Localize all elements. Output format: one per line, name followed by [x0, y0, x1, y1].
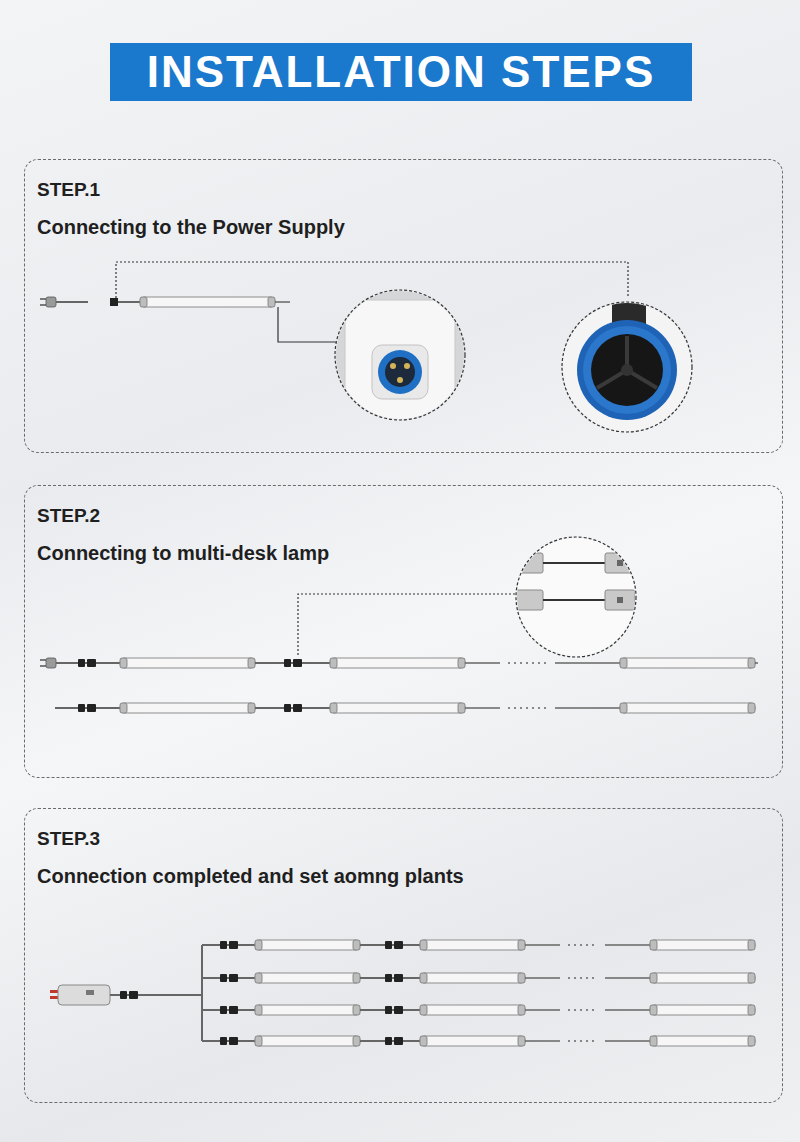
step-number: STEP.1 — [37, 180, 770, 201]
step-panel: STEP.3Connection completed and set aomng… — [24, 808, 783, 1103]
step-panel: STEP.1Connecting to the Power Supply — [24, 159, 783, 453]
step-panel: STEP.2Connecting to multi-desk lamp — [24, 485, 783, 778]
step3-figure — [50, 940, 755, 1046]
step1-figure — [40, 262, 700, 440]
title: INSTALLATION STEPS — [147, 50, 656, 94]
step-heading: Connecting to multi-desk lamp — [37, 542, 770, 564]
step-number: STEP.3 — [37, 829, 770, 850]
step-heading: Connecting to the Power Supply — [37, 216, 770, 238]
step-heading: Connection completed and set aomng plant… — [37, 865, 770, 887]
step-number: STEP.2 — [37, 506, 770, 527]
title-banner: INSTALLATION STEPS — [110, 43, 692, 101]
